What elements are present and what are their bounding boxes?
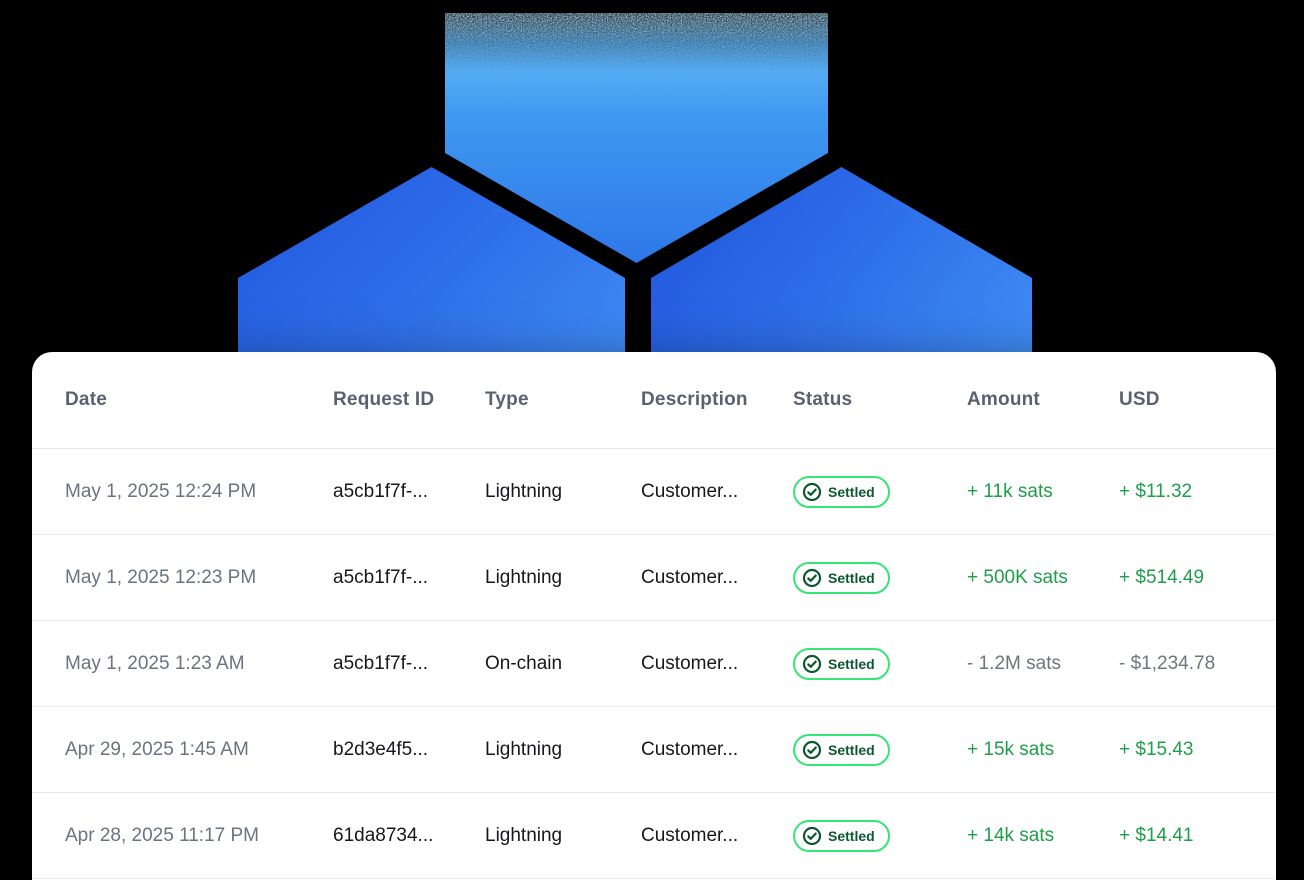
cell-request-id: b2d3e4f5... <box>333 738 429 760</box>
status-badge: Settled <box>793 819 890 852</box>
cell-date: Apr 29, 2025 1:45 AM <box>65 738 249 760</box>
cell-type: On-chain <box>485 652 563 674</box>
table-row[interactable]: Apr 28, 2025 11:17 PM 61da8734... Lightn… <box>32 793 1276 879</box>
table-row[interactable]: May 1, 2025 12:24 PM a5cb1f7f-... Lightn… <box>32 449 1276 535</box>
status-badge-label: Settled <box>828 655 875 672</box>
column-header-usd: USD <box>1119 389 1160 410</box>
status-badge: Settled <box>793 561 890 594</box>
cell-request-id: a5cb1f7f-... <box>333 652 429 674</box>
table-row[interactable]: May 1, 2025 1:23 AM a5cb1f7f-... On-chai… <box>32 621 1276 707</box>
cell-usd: + $11.32 <box>1119 480 1193 502</box>
cell-type: Lightning <box>485 480 563 502</box>
cell-amount: - 1.2M sats <box>967 652 1061 674</box>
cell-date: Apr 28, 2025 11:17 PM <box>65 824 259 846</box>
cell-status: Settled <box>793 819 967 852</box>
table-row[interactable]: Apr 29, 2025 1:45 AM b2d3e4f5... Lightni… <box>32 707 1276 793</box>
column-header-status: Status <box>793 389 853 410</box>
cell-type: Lightning <box>485 566 563 588</box>
cell-request-id: a5cb1f7f-... <box>333 480 429 502</box>
table-header-row: Date Request ID Type Description Status … <box>32 352 1276 449</box>
check-circle-icon <box>802 568 822 587</box>
cell-date: May 1, 2025 1:23 AM <box>65 652 245 674</box>
cell-date: May 1, 2025 12:23 PM <box>65 566 257 588</box>
cell-description: Customer... <box>641 824 739 846</box>
cell-date: May 1, 2025 12:24 PM <box>65 480 257 502</box>
cell-type: Lightning <box>485 824 563 846</box>
status-badge-label: Settled <box>828 569 875 586</box>
status-badge: Settled <box>793 475 890 508</box>
check-circle-icon <box>802 740 822 759</box>
status-badge-label: Settled <box>828 741 875 758</box>
cell-status: Settled <box>793 475 967 508</box>
cell-amount: + 15k sats <box>967 738 1055 760</box>
cell-amount: + 500K sats <box>967 566 1068 588</box>
cell-amount: + 14k sats <box>967 824 1055 846</box>
cell-type: Lightning <box>485 738 563 760</box>
cell-usd: + $514.49 <box>1119 566 1205 588</box>
cell-status: Settled <box>793 561 967 594</box>
status-badge: Settled <box>793 733 890 766</box>
cell-usd: - $1,234.78 <box>1119 652 1216 674</box>
cell-status: Settled <box>793 733 967 766</box>
transactions-card: Date Request ID Type Description Status … <box>32 352 1276 880</box>
table-row[interactable]: May 1, 2025 12:23 PM a5cb1f7f-... Lightn… <box>32 535 1276 621</box>
cell-usd: + $14.41 <box>1119 824 1194 846</box>
status-badge-label: Settled <box>828 827 875 844</box>
cell-description: Customer... <box>641 566 739 588</box>
check-circle-icon <box>802 654 822 673</box>
cell-request-id: a5cb1f7f-... <box>333 566 429 588</box>
status-badge-label: Settled <box>828 483 875 500</box>
check-circle-icon <box>802 826 822 845</box>
cell-request-id: 61da8734... <box>333 824 434 846</box>
check-circle-icon <box>802 482 822 501</box>
column-header-description: Description <box>641 389 748 410</box>
hero-banner <box>0 0 1304 352</box>
column-header-date: Date <box>65 389 107 410</box>
cell-usd: + $15.43 <box>1119 738 1194 760</box>
cell-description: Customer... <box>641 738 739 760</box>
cell-amount: + 11k sats <box>967 480 1053 502</box>
column-header-type: Type <box>485 389 529 410</box>
column-header-amount: Amount <box>967 389 1040 410</box>
cell-description: Customer... <box>641 652 739 674</box>
status-badge: Settled <box>793 647 890 680</box>
cell-status: Settled <box>793 647 967 680</box>
column-header-request-id: Request ID <box>333 389 435 410</box>
cell-description: Customer... <box>641 480 739 502</box>
